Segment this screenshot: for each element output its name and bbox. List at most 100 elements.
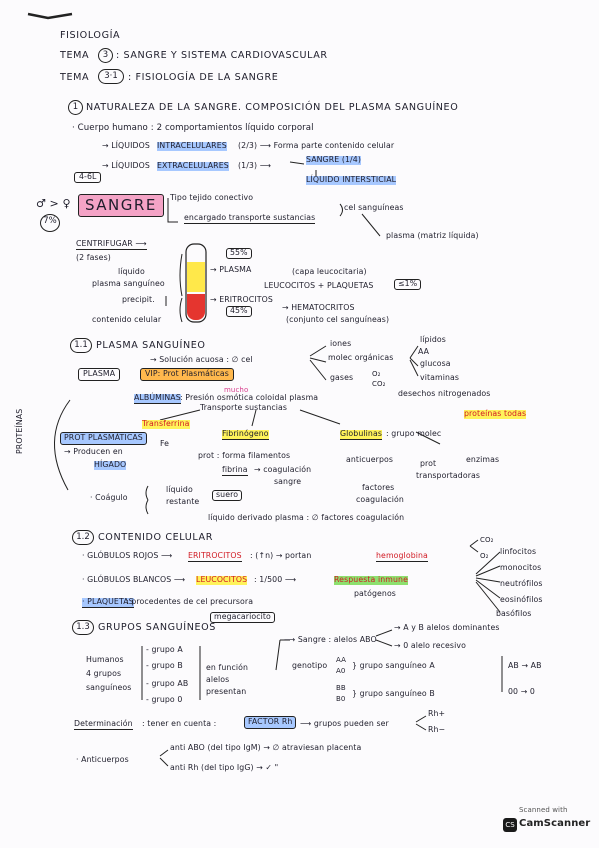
factor-rh-box: FACTOR Rh xyxy=(244,716,297,729)
highlight-plaquetas: · PLAQUETAS xyxy=(82,597,134,608)
section-1-number: 1 xyxy=(68,100,83,115)
text-line: → 0 alelo recesivo xyxy=(394,641,466,650)
text-line-hemoglobina: hemoglobina xyxy=(376,551,428,562)
text-line: - grupo 0 xyxy=(146,695,183,704)
text-line: cel sanguíneas xyxy=(344,203,404,212)
text-line: } grupo sanguíneo B xyxy=(352,689,435,698)
text-line: glucosa xyxy=(420,359,451,368)
text-line: molec orgánicas xyxy=(328,353,394,362)
section-13-title: GRUPOS SANGUÍNEOS xyxy=(98,622,216,633)
text-line: contenido celular xyxy=(92,315,162,324)
text-line: neutrófilos xyxy=(500,579,543,588)
text-line: - grupo A xyxy=(146,645,183,654)
text-line: : procedentes de cel precursora xyxy=(126,597,254,606)
highlight-intracelulares: INTRACELULARES xyxy=(157,141,227,151)
text-line: Tipo tejido conectivo xyxy=(170,193,254,202)
text-line: Rh− xyxy=(428,725,446,734)
text-line: (2/3) ⟶ Forma parte contenido celular xyxy=(238,141,395,150)
section-1-title: NATURALEZA DE LA SANGRE. COMPOSICIÓN DEL… xyxy=(86,102,459,113)
text-line: · Coágulo xyxy=(90,493,128,502)
plasma-box: PLASMA xyxy=(78,368,121,381)
text-line: AB → AB xyxy=(508,661,542,670)
text-line: → HEMATOCRITOS xyxy=(282,303,355,312)
text-line: } grupo sanguíneo A xyxy=(352,661,435,670)
highlight-globulinas: Globulinas xyxy=(340,429,382,440)
text-line: vitaminas xyxy=(420,373,460,382)
vertical-label-proteinas: PROTEÍNAS xyxy=(15,408,24,454)
text-line: eosinófilos xyxy=(500,595,543,604)
text-line: → coagulación xyxy=(254,465,312,474)
text-line: sanguíneos xyxy=(86,683,132,692)
text-line: ⟶ grupos pueden ser xyxy=(300,719,389,728)
text-line: : grupo molec xyxy=(386,429,442,438)
text-line: 00 → 0 xyxy=(508,687,535,696)
text-line: → LÍQUIDOS xyxy=(102,161,150,170)
tema31-number: 3·1 xyxy=(98,69,124,84)
volume-box: 4-6L xyxy=(74,172,102,183)
text-line: → Solución acuosa : ∅ cel xyxy=(150,355,253,364)
text-line: (2 fases) xyxy=(76,253,111,262)
sex-comparison: ♂ > ♀ xyxy=(36,197,71,210)
section-12-number: 1.2 xyxy=(72,530,94,545)
text-line: coagulación xyxy=(356,495,404,504)
highlight-liquido-intersticial: LÍQUIDO INTERSTICIAL xyxy=(306,175,397,185)
scanner-watermark: Scanned with CS CamScanner xyxy=(503,806,591,840)
section-11-title: PLASMA SANGUÍNEO xyxy=(96,340,206,351)
text-line: iones xyxy=(330,339,352,348)
text-line: BB xyxy=(336,684,346,692)
text-line: encargado transporte sustancias xyxy=(184,213,316,224)
text-line: : (↑n) → portan xyxy=(250,551,312,560)
text-line: CO₂ xyxy=(372,380,386,388)
text-line: Transporte sustancias xyxy=(200,403,288,412)
text-line: B0 xyxy=(336,695,346,703)
tema3-prefix: TEMA xyxy=(60,50,90,61)
text-line: : tener en cuenta : xyxy=(142,719,217,728)
text-line: enzimas xyxy=(466,455,500,464)
text-line: LEUCOCITOS + PLAQUETAS xyxy=(264,281,374,290)
text-line: → ERITROCITOS xyxy=(210,295,273,304)
vip-box: VIP: Prot Plasmáticas xyxy=(140,368,234,381)
highlight-albuminas: ALBÚMINAS xyxy=(134,393,181,404)
text-line: (1/3) ⟶ xyxy=(238,161,271,170)
text-line: genotipo xyxy=(292,661,328,670)
pct-55: 55% xyxy=(226,248,252,259)
text-line: anti Rh (del tipo IgG) → ✓ " xyxy=(170,763,279,772)
camscanner-logo-icon: CS xyxy=(503,818,517,832)
scanner-line1: Scanned with xyxy=(519,806,568,814)
text-line: presentan xyxy=(206,687,247,696)
text-line: A0 xyxy=(336,667,346,675)
tema31-title: : FISIOLOGÍA DE LA SANGRE xyxy=(128,72,279,83)
scanner-line2: CamScanner xyxy=(519,818,591,829)
text-line: gases xyxy=(330,373,354,382)
text-line: lípidos xyxy=(420,335,446,344)
text-line: CENTRIFUGAR ⟶ xyxy=(76,239,147,250)
text-line: ⟶ Sangre : alelos ABO xyxy=(284,635,377,644)
text-line: anticuerpos xyxy=(346,455,394,464)
text-line: · Anticuerpos xyxy=(76,755,129,764)
text-line: - grupo AB xyxy=(146,679,189,688)
text-line: fibrina xyxy=(222,465,248,476)
highlight-higado: HÍGADO xyxy=(94,460,127,470)
pct-1: ≤1% xyxy=(394,279,422,290)
text-line: Humanos xyxy=(86,655,124,664)
section-11-number: 1.1 xyxy=(70,338,92,353)
suero-box: suero xyxy=(212,490,243,501)
text-line: líquido derivado plasma : ∅ factores coa… xyxy=(208,513,405,522)
highlight-proteinas-todas: proteínas todas xyxy=(464,409,527,419)
text-line: mucho xyxy=(224,386,249,394)
text-line: AA xyxy=(336,656,346,664)
text-line: O₂ xyxy=(480,552,489,560)
text-line: líquido xyxy=(118,267,145,276)
text-line: prot xyxy=(420,459,437,468)
text-line: sangre xyxy=(274,477,302,486)
text-line: O₂ xyxy=(372,370,381,378)
text-line: (capa leucocitaria) xyxy=(292,267,367,276)
section-13-number: 1.3 xyxy=(72,620,94,635)
text-line: restante xyxy=(166,497,200,506)
tube-plasma xyxy=(187,262,205,292)
highlight-respuesta-inmune: Respuesta inmune xyxy=(334,575,408,585)
text-line: líquido xyxy=(166,485,193,494)
highlight-sangre: SANGRE (1/4) xyxy=(306,155,361,165)
text-line: plasma sanguíneo xyxy=(92,279,165,288)
